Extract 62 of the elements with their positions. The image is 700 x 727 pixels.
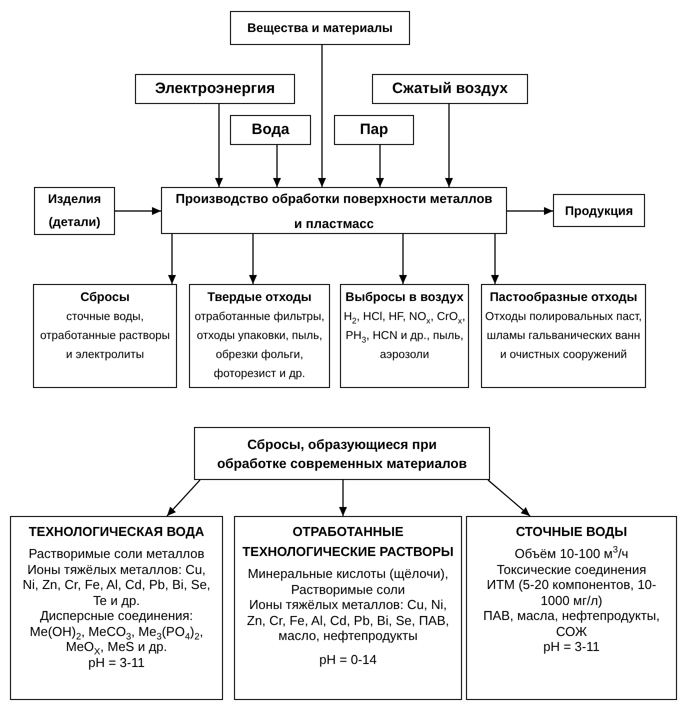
process-box	[161, 187, 507, 234]
box-heading: Выбросы в воздух	[345, 289, 464, 306]
input-box	[135, 74, 295, 104]
waste-box	[340, 284, 469, 388]
waste-box	[33, 284, 177, 388]
waste-stream-box	[10, 516, 223, 700]
waste-box	[189, 284, 330, 388]
arrow	[168, 234, 176, 284]
arrow	[273, 145, 281, 187]
input-box	[230, 11, 410, 45]
input-box	[372, 74, 528, 104]
box-text: pH = 3-11	[542, 639, 601, 654]
arrow	[318, 45, 326, 187]
waste-box	[481, 284, 646, 388]
box-text: Токсические соединения	[496, 562, 648, 577]
input-box	[34, 187, 115, 235]
box-text: pH = 3-11	[87, 654, 146, 670]
box-text: Минеральные кислоты (щёлочи),	[246, 566, 450, 582]
box-text: pH = 0-14	[318, 652, 378, 667]
box-heading: Сбросы	[80, 289, 130, 306]
arrow	[249, 234, 257, 284]
box-label: Вода	[252, 121, 290, 139]
box-text: Объём 10-100 м$^{3}$/ч	[514, 546, 630, 562]
arrow	[215, 104, 223, 187]
box-label: Изделия (детали)	[46, 191, 102, 231]
waste-stream-box	[234, 516, 462, 700]
arrow	[339, 480, 347, 516]
box-text: Ионы тяжёлых металлов: Cu, Ni, Zn, Cr, Fe, Al, Cd, Pb, Bi, Se, Te и др.	[22, 562, 212, 608]
box-heading: СТОЧНЫЕ ВОДЫ	[516, 523, 628, 541]
box-label: Сжатый воздух	[392, 80, 508, 98]
box-text: Дисперсные соединения: Me(OH)$_{2}$, MeCO$_{3}$, Me$_{3}$(PO$_{4}$)$_{2}$, MeO$_{X}$, MeS и др.	[28, 608, 204, 654]
waste-stream-box	[466, 516, 677, 700]
arrow	[488, 480, 530, 516]
box-heading: Твердые отходы	[207, 289, 312, 306]
box-text: Растворимые соли металлов	[28, 546, 206, 562]
box-text: отработанные фильтры, отходы упаковки, пыль, обрезки фольги, фоторезист и др.	[194, 310, 326, 382]
box-label: Вещества и материалы	[247, 20, 393, 37]
box-heading: ОТРАБОТАННЫЕ ТЕХНОЛОГИЧЕСКИЕ РАСТВОРЫ	[241, 523, 455, 561]
category-box	[194, 427, 490, 480]
arrow	[166, 480, 200, 516]
box-heading: Пастообразные отходы	[490, 289, 638, 306]
box-text: Растворимые соли	[290, 582, 406, 597]
box-label: Производство обработки поверхности металлов и пластмасс	[174, 190, 494, 232]
arrow	[399, 234, 407, 284]
arrow	[507, 207, 553, 215]
box-text: ИТМ (5-20 компонентов, 10-1000 мг/л)	[486, 577, 658, 608]
box-label: Электроэнергия	[154, 80, 276, 98]
box-text: Ионы тяжёлых металлов: Cu, Ni, Zn, Cr, Fe, Al, Cd, Pb, Bi, Se, ПАВ, масло, нефтепродукты	[246, 597, 450, 644]
output-box	[553, 194, 645, 227]
box-label: Сбросы, образующиеся при обработке современных материалов	[216, 436, 468, 472]
box-label: Продукция	[564, 202, 634, 218]
input-box	[334, 115, 414, 145]
box-text: Отходы полировальных паст, шламы гальванических ванн и очистных сооружений	[484, 310, 643, 363]
box-label: Пар	[360, 121, 388, 139]
box-text: сточные воды, отработанные растворы и электролиты	[39, 310, 171, 363]
box-text: H$_{2}$, HCl, HF, NO$_{x}$, CrO$_{x}$, PH$_{3}$, HCN и др., пыль, аэрозоли	[342, 310, 466, 363]
arrow	[491, 234, 499, 284]
arrow	[445, 104, 453, 187]
arrow	[115, 207, 161, 215]
box-heading: ТЕХНОЛОГИЧЕСКАЯ ВОДА	[28, 523, 204, 541]
arrow	[376, 145, 384, 187]
input-box	[230, 115, 311, 145]
